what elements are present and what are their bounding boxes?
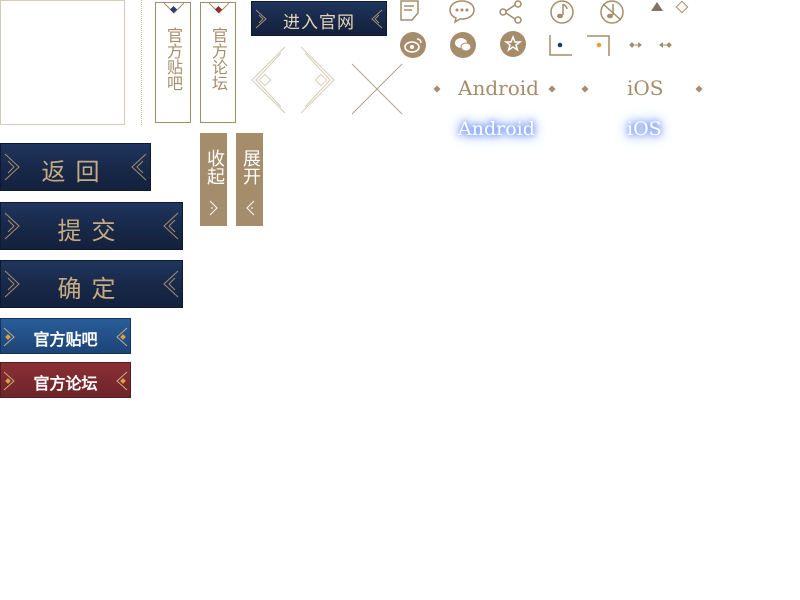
platform-ios[interactable]: iOS <box>578 76 708 102</box>
vertical-tab-tieba[interactable]: 官方贴吧 <box>155 2 191 123</box>
dotted-divider <box>141 0 142 125</box>
wechat-icon[interactable] <box>450 32 476 58</box>
back-button[interactable]: 返回 <box>0 143 151 191</box>
chevron-right-ornament-icon <box>4 212 20 240</box>
chevron-right-icon <box>209 200 218 216</box>
official-tieba-button[interactable]: 官方贴吧 <box>0 318 131 354</box>
vertical-tab-forum[interactable]: 官方论坛 <box>200 2 236 123</box>
vertical-tab-forum-label: 官方论坛 <box>209 27 228 91</box>
music-off-icon[interactable] <box>599 0 625 24</box>
arrow-left-icon[interactable] <box>657 40 673 50</box>
diamond-bullet-icon <box>581 85 589 93</box>
corner-bracket-left-icon <box>549 35 572 56</box>
official-forum-button[interactable]: 官方论坛 <box>0 362 131 398</box>
music-icon[interactable] <box>549 0 575 24</box>
confirm-button[interactable]: 确定 <box>0 260 183 308</box>
favorite-star-icon[interactable] <box>500 31 526 57</box>
official-forum-label: 官方论坛 <box>33 374 98 393</box>
enter-official-site-button[interactable]: 进入官网 <box>251 1 387 36</box>
vertical-tab-tieba-label: 官方贴吧 <box>164 27 183 91</box>
share-icon[interactable] <box>498 0 524 24</box>
diamond-ornament-icon <box>116 327 128 347</box>
diamond-ornament-icon <box>3 327 15 347</box>
diamond-ornament-icon <box>116 371 128 391</box>
collapse-tab[interactable]: 收起 <box>200 133 227 226</box>
chevron-right-ornament-icon <box>4 270 20 298</box>
empty-frame-panel <box>0 0 125 125</box>
enter-official-site-label: 进入官网 <box>283 13 355 33</box>
chevron-right-ornament-icon <box>4 153 20 181</box>
arrow-right-icon[interactable] <box>628 40 644 50</box>
close-x-icon[interactable] <box>350 62 404 116</box>
expand-tab[interactable]: 展开 <box>236 133 263 226</box>
collapse-tab-label: 收起 <box>204 149 225 185</box>
official-tieba-label: 官方贴吧 <box>33 330 98 349</box>
ornament-icon <box>209 3 229 14</box>
corner-bracket-right-icon <box>587 35 610 56</box>
chevron-left-ornament-icon <box>163 212 179 240</box>
triangle-up-icon[interactable] <box>650 1 664 13</box>
diamond-frame-ornament <box>251 46 335 114</box>
chevron-left-ornament-icon <box>371 9 383 29</box>
note-icon[interactable] <box>400 0 420 22</box>
ornament-icon <box>164 3 184 14</box>
platform-android-label: Android <box>458 76 539 100</box>
platform-android[interactable]: Android <box>430 76 560 102</box>
platform-ios-active-label[interactable]: iOS <box>627 118 662 140</box>
expand-tab-label: 展开 <box>240 149 261 185</box>
diamond-outline-icon[interactable] <box>675 0 689 14</box>
back-button-label: 返回 <box>41 158 110 186</box>
chevron-right-ornament-icon <box>255 9 267 29</box>
platform-ios-label: iOS <box>627 76 664 100</box>
diamond-bullet-icon <box>548 85 556 93</box>
chat-bubble-icon[interactable] <box>449 0 475 24</box>
confirm-button-label: 确定 <box>57 275 126 303</box>
submit-button[interactable]: 提交 <box>0 202 183 250</box>
submit-button-label: 提交 <box>57 217 126 245</box>
diamond-bullet-icon <box>433 85 441 93</box>
chevron-left-icon <box>246 200 255 216</box>
diamond-ornament-icon <box>3 371 15 391</box>
chevron-left-ornament-icon <box>163 270 179 298</box>
platform-android-active-label[interactable]: Android <box>458 118 535 140</box>
weibo-icon[interactable] <box>400 32 426 58</box>
chevron-left-ornament-icon <box>131 153 147 181</box>
diamond-bullet-icon <box>695 85 703 93</box>
